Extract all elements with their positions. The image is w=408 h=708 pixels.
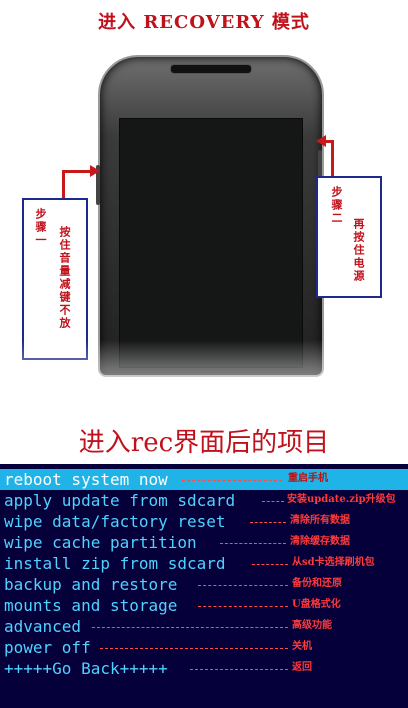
menu-item-note: 从sd卡选择刷机包	[292, 557, 375, 568]
phone-speaker	[170, 64, 252, 74]
step-one-arrow-line	[62, 170, 92, 173]
step-one-number: 步骤一	[34, 208, 47, 247]
leader-line	[250, 522, 286, 523]
leader-line	[220, 543, 286, 544]
menu-item-note: 清除所有数据	[290, 515, 350, 526]
page-title: 进入 RECOVERY 模式	[98, 12, 310, 33]
menu-item-wipe-data-factory-reset[interactable]: wipe data/factory reset 清除所有数据	[0, 511, 408, 532]
menu-item-note: 关机	[292, 641, 312, 652]
menu-item-power-off[interactable]: power off 关机	[0, 637, 408, 658]
step-two-number: 步骤二	[330, 186, 343, 225]
section-title: 进入rec界面后的项目	[78, 428, 330, 458]
menu-item-label: mounts and storage	[4, 596, 178, 615]
menu-item-note: U盘格式化	[292, 599, 341, 610]
menu-item-label: power off	[4, 638, 91, 657]
leader-line	[182, 480, 282, 481]
step-two-arrow-line	[325, 140, 334, 143]
menu-item-label: apply update from sdcard	[4, 491, 236, 510]
step-two-arrow-head	[316, 135, 326, 147]
instruction-illustration: 进入 RECOVERY 模式 步骤一 按住音量减键不放 步骤二 再按住电源	[0, 12, 408, 450]
menu-item-mounts-and-storage[interactable]: mounts and storage U盘格式化	[0, 595, 408, 616]
leader-line	[100, 648, 288, 649]
menu-item-label: install zip from sdcard	[4, 554, 226, 573]
leader-line	[190, 669, 288, 670]
step-one-arrow-line	[62, 172, 65, 200]
menu-item-wipe-cache-partition[interactable]: wipe cache partition 清除缓存数据	[0, 532, 408, 553]
leader-line	[92, 627, 288, 628]
menu-item-note: 返回	[292, 662, 312, 673]
menu-item-note: 高级功能	[292, 620, 332, 631]
menu-item-label: +++++Go Back+++++	[4, 659, 168, 678]
step-one-instruction: 按住音量减键不放	[58, 226, 71, 330]
menu-item-label: backup and restore	[4, 575, 178, 594]
menu-item-label: advanced	[4, 617, 82, 636]
menu-item-label: reboot system now	[4, 470, 168, 489]
menu-item-backup-and-restore[interactable]: backup and restore 备份和还原	[0, 574, 408, 595]
image-fade	[0, 340, 408, 450]
leader-line	[262, 501, 284, 502]
menu-item-note: 清除缓存数据	[290, 536, 350, 547]
menu-item-note: 重启手机	[288, 473, 328, 484]
step-one-box: 步骤一 按住音量减键不放	[22, 198, 88, 360]
leader-line	[198, 606, 288, 607]
menu-item-install-zip-from-sdcard[interactable]: install zip from sdcard 从sd卡选择刷机包	[0, 553, 408, 574]
volume-down-button	[96, 165, 100, 205]
menu-item-label: wipe cache partition	[4, 533, 197, 552]
step-two-arrow-line	[331, 140, 334, 178]
menu-item-note: 安装update.zip升级包	[287, 494, 396, 505]
leader-line	[198, 585, 288, 586]
power-button	[318, 150, 322, 180]
menu-item-label: wipe data/factory reset	[4, 512, 226, 531]
step-one-arrow-head	[90, 165, 100, 177]
menu-item-apply-update[interactable]: apply update from sdcard 安装update.zip升级包	[0, 490, 408, 511]
step-two-instruction: 再按住电源	[352, 218, 365, 283]
menu-item-reboot-system-now[interactable]: reboot system now 重启手机	[0, 469, 408, 490]
menu-item-note: 备份和还原	[292, 578, 342, 589]
recovery-menu: reboot system now 重启手机 apply update from…	[0, 464, 408, 708]
leader-line	[252, 564, 288, 565]
phone-screen	[119, 118, 303, 368]
menu-item-advanced[interactable]: advanced 高级功能	[0, 616, 408, 637]
menu-item-go-back[interactable]: +++++Go Back+++++ 返回	[0, 658, 408, 679]
step-two-box: 步骤二 再按住电源	[316, 176, 382, 298]
